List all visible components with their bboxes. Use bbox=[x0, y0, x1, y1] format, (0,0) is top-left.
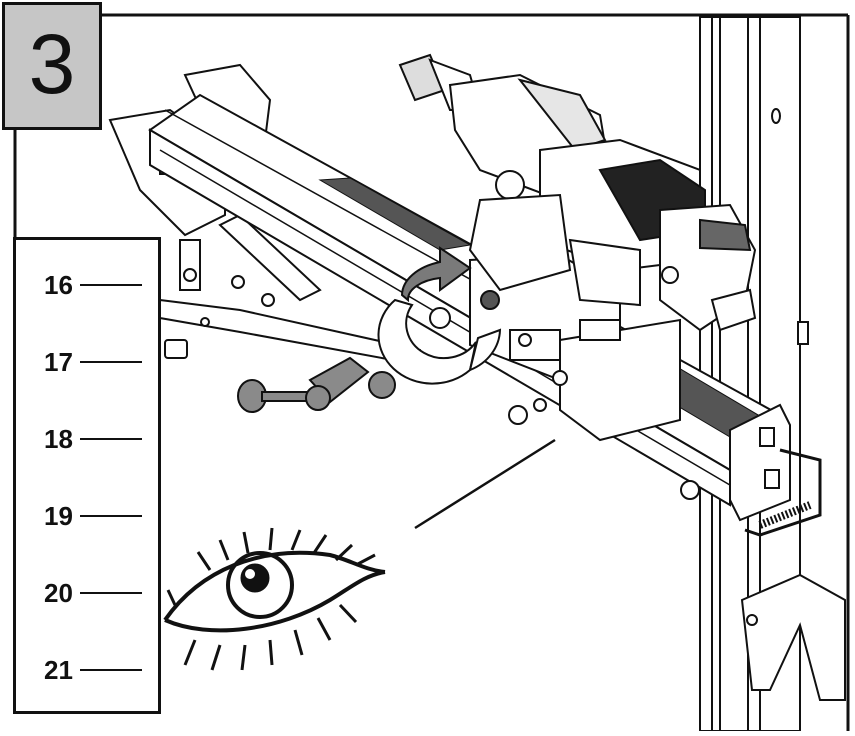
depth-scale-panel: 16 17 18 19 20 21 bbox=[13, 237, 161, 714]
scale-tick-line bbox=[80, 669, 142, 671]
scale-tick: 19 bbox=[16, 501, 142, 531]
rotate-arrow-icon bbox=[377, 246, 502, 385]
scale-tick-label: 17 bbox=[44, 346, 73, 377]
crank-handle-icon bbox=[237, 356, 396, 413]
scale-tick: 18 bbox=[16, 424, 142, 454]
scale-tick-line bbox=[80, 515, 142, 517]
scale-tick-label: 21 bbox=[44, 654, 73, 685]
scale-tick-line bbox=[80, 284, 142, 286]
scale-tick-label: 16 bbox=[44, 269, 73, 300]
scale-tick-label: 20 bbox=[44, 577, 73, 608]
scale-tick-line bbox=[80, 592, 142, 594]
rail-end-cap bbox=[680, 403, 822, 537]
scale-tick-line bbox=[80, 438, 142, 440]
scale-tick: 21 bbox=[16, 655, 142, 685]
step-number: 3 bbox=[28, 17, 76, 111]
sight-line bbox=[414, 438, 556, 530]
step-number-box: 3 bbox=[2, 2, 102, 130]
eye-icon bbox=[163, 527, 386, 671]
base-stand bbox=[740, 573, 846, 701]
frame-border bbox=[13, 13, 850, 731]
scale-tick: 20 bbox=[16, 578, 142, 608]
drill-motor-icon bbox=[398, 53, 757, 332]
scale-tick-label: 19 bbox=[44, 500, 73, 531]
scale-tick-line bbox=[80, 361, 142, 363]
scale-tick: 16 bbox=[16, 270, 142, 300]
scale-tick-label: 18 bbox=[44, 423, 73, 454]
scale-tick: 17 bbox=[16, 347, 142, 377]
